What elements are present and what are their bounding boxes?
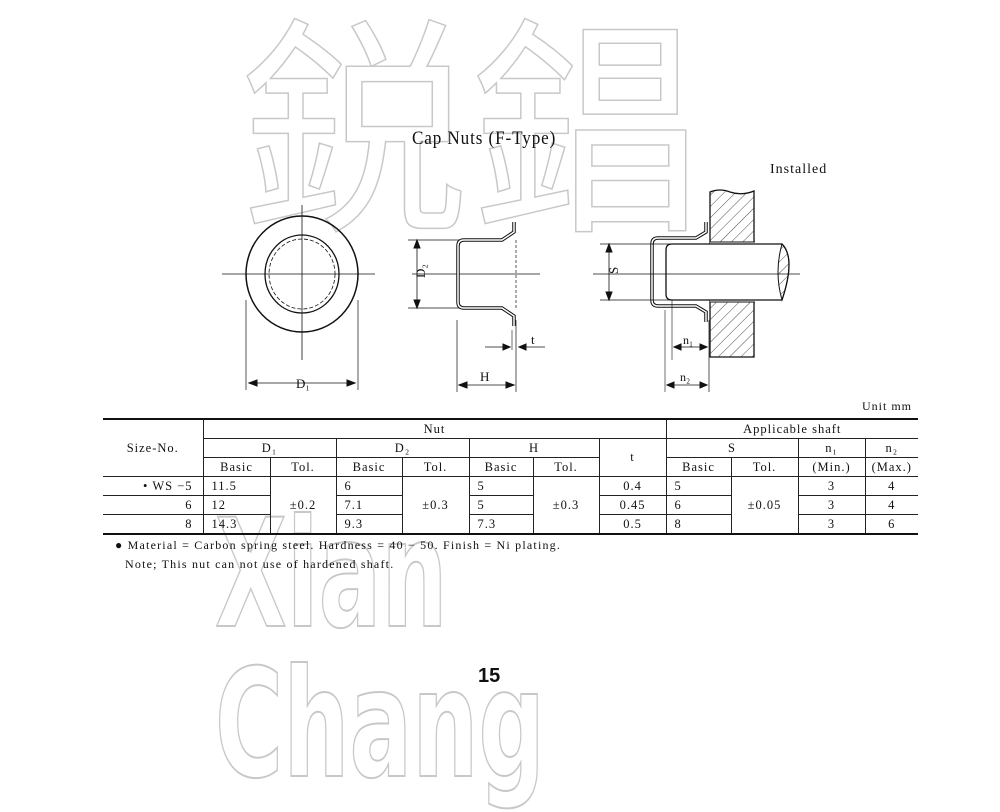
cell-size: 6 xyxy=(103,495,204,515)
header-d2: D₂ xyxy=(335,438,470,458)
label-d2: D₂ xyxy=(413,264,428,278)
table-row: 8 14.3 9.3 7.3 0.5 8 3 6 xyxy=(103,514,918,535)
header-n1: n₁ xyxy=(797,438,866,458)
cell-n2: 4 xyxy=(864,476,918,496)
header-min: (Min.) xyxy=(797,457,866,477)
label-n2: n₂ xyxy=(680,370,690,384)
cell-size: 8 xyxy=(103,514,204,535)
cell-n1: 3 xyxy=(797,514,866,535)
cell-s-tol: ±0.05 xyxy=(730,476,799,535)
cell-n2: 6 xyxy=(864,514,918,535)
installed-label: Installed xyxy=(770,162,828,177)
header-size-no: Size-No. xyxy=(103,418,204,477)
header-basic: Basic xyxy=(468,457,534,477)
cell-s: 6 xyxy=(665,495,732,515)
header-applicable-shaft: Applicable shaft xyxy=(665,418,918,439)
spec-table: Size-No. Nut Applicable shaft D₁ D₂ H t … xyxy=(103,418,918,535)
cell-n1: 3 xyxy=(797,495,866,515)
header-t: t xyxy=(598,438,667,477)
cell-d1-tol: ±0.2 xyxy=(269,476,337,535)
header-tol: Tol. xyxy=(532,457,600,477)
front-view-drawing xyxy=(222,205,375,390)
label-s: S xyxy=(606,267,621,274)
cell-d2: 7.1 xyxy=(335,495,403,515)
header-basic: Basic xyxy=(665,457,732,477)
cell-n1: 3 xyxy=(797,476,866,496)
header-n2: n₂ xyxy=(864,438,918,458)
unit-label: Unit mm xyxy=(862,399,913,413)
cell-h-tol: ±0.3 xyxy=(532,476,600,535)
cell-d1: 12 xyxy=(202,495,271,515)
header-nut: Nut xyxy=(202,418,667,439)
label-n1: n₁ xyxy=(683,333,693,347)
cell-t: 0.5 xyxy=(598,514,667,535)
technical-drawing: D₁ D₂ H t S n₁ n₂ xyxy=(222,189,800,392)
cell-d1: 14.3 xyxy=(202,514,271,535)
installed-view-drawing xyxy=(593,189,800,392)
page-number: 15 xyxy=(478,665,501,687)
cell-d2-tol: ±0.3 xyxy=(401,476,470,535)
header-tol: Tol. xyxy=(401,457,470,477)
header-basic: Basic xyxy=(203,457,271,477)
cell-d2: 9.3 xyxy=(335,514,403,535)
header-d1: D₁ xyxy=(203,438,337,458)
table-row: • WS −5 11.5 ±0.2 6 ±0.3 5 ±0.3 0.4 5 ±0… xyxy=(103,476,918,535)
side-view-drawing xyxy=(408,222,545,392)
header-tol: Tol. xyxy=(730,457,799,477)
header-s: S xyxy=(665,438,799,458)
header-max: (Max.) xyxy=(864,457,918,477)
header-basic: Basic xyxy=(335,457,403,477)
cell-s: 5 xyxy=(665,476,732,496)
label-h: H xyxy=(480,369,489,384)
table-row: 6 12 7.1 5 0.45 6 3 4 xyxy=(103,495,918,515)
cell-n2: 4 xyxy=(864,495,918,515)
cell-size: • WS −5 xyxy=(103,476,204,496)
material-note: ● Material = Carbon spring steel. Hardne… xyxy=(115,538,562,552)
cell-d2: 6 xyxy=(335,476,403,496)
cell-d1: 11.5 xyxy=(202,476,271,496)
header-tol: Tol. xyxy=(269,457,337,477)
usage-note: Note; This nut can not use of hardened s… xyxy=(125,557,395,571)
cell-h: 7.3 xyxy=(468,514,534,535)
cell-t: 0.4 xyxy=(598,476,667,496)
cell-t: 0.45 xyxy=(598,495,667,515)
cell-h: 5 xyxy=(468,495,534,515)
label-d1: D₁ xyxy=(296,376,310,391)
cell-h: 5 xyxy=(468,476,534,496)
page-title: Cap Nuts (F-Type) xyxy=(412,128,557,149)
cell-s: 8 xyxy=(665,514,732,535)
label-t: t xyxy=(531,332,535,347)
header-h: H xyxy=(468,438,600,458)
